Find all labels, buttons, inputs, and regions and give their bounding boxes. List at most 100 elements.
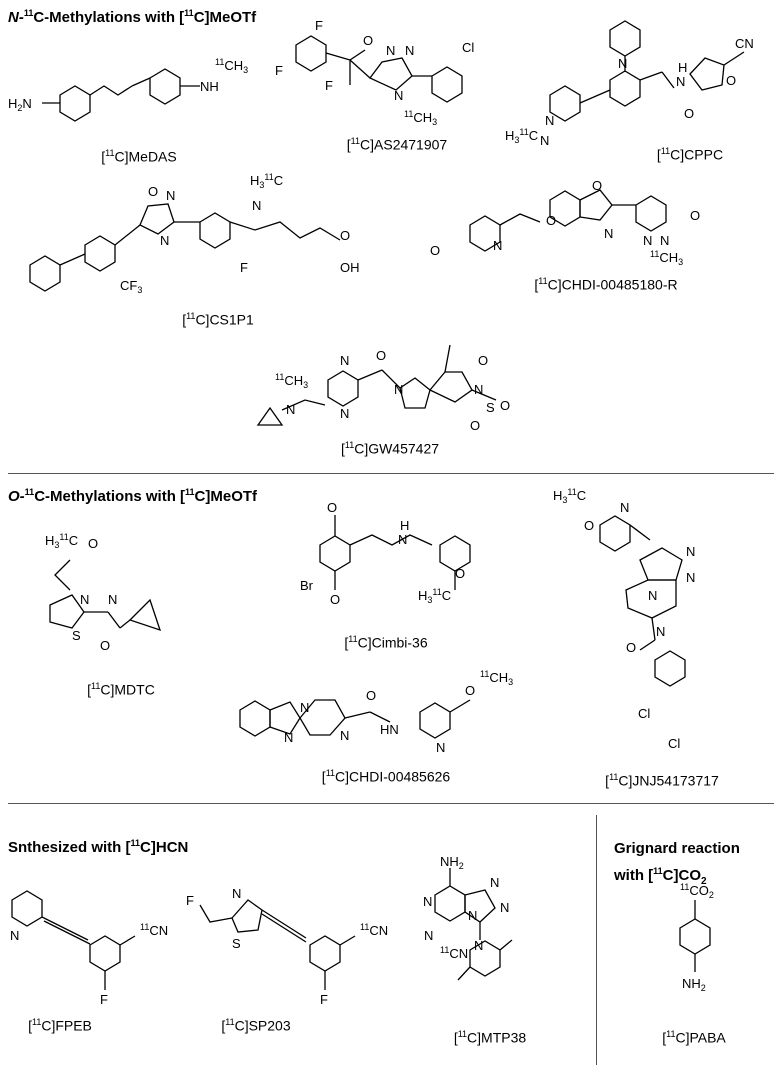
structure-chdi485626 — [239, 699, 471, 739]
label-cn-cppc: CN — [735, 36, 754, 51]
label-o-cppc: O — [726, 73, 736, 88]
label-cn-sp203: 11CN — [360, 922, 388, 938]
structure-medas — [42, 68, 200, 122]
label-nh2-paba: NH2 — [682, 976, 706, 993]
label-o-gw4: O — [500, 398, 510, 413]
label-f-cs: F — [240, 260, 248, 275]
structure-mtp38 — [434, 868, 513, 981]
label-n-jnj5: N — [656, 624, 665, 639]
caption-cs1p1: [11C]CS1P1 — [182, 311, 254, 328]
label-ch3-as: 11CH3 — [404, 109, 437, 127]
divider-vertical — [596, 815, 597, 1065]
label-n-chdi1: N — [493, 238, 502, 253]
label-n-chdi3: N — [643, 233, 652, 248]
label-n-chdi626b: N — [300, 700, 309, 715]
label-n-gw1: N — [286, 402, 295, 417]
label-o-gw1: O — [376, 348, 386, 363]
label-n-jnj4: N — [648, 588, 657, 603]
label-h2n: H2N — [8, 96, 32, 113]
structure-gw457427 — [256, 344, 497, 426]
label-cn-fpeb: 11CN — [140, 922, 168, 938]
label-n-gw4: N — [394, 382, 403, 397]
label-br-cimbi: Br — [300, 578, 314, 593]
caption-as2471907: [11C]AS2471907 — [346, 136, 448, 153]
label-n-mtp6: N — [474, 938, 483, 953]
structure-paba — [679, 900, 711, 972]
label-o-gw2: O — [478, 353, 488, 368]
heading-o-methylation: O-11C-Methylations with [11C]MeOTf — [8, 487, 258, 505]
label-o-chdi2: O — [546, 213, 556, 228]
label-o-mdtc2: O — [100, 638, 110, 653]
label-o-cimbi1: O — [327, 500, 337, 515]
structure-chdi485180 — [469, 189, 667, 252]
structure-cs1p1 — [29, 203, 341, 292]
caption-gw457427: [11C]GW457427 — [340, 440, 440, 457]
structure-mdtc — [49, 559, 162, 632]
label-ch3-gw: 11CH3 — [275, 372, 308, 390]
label-o-chdi1: O — [430, 243, 440, 258]
label-s-sp203: S — [232, 936, 241, 951]
label-nh2-mtp: NH2 — [440, 854, 464, 871]
caption-mtp38: [11C]MTP38 — [453, 1029, 527, 1046]
label-ch3-chdi: 11CH3 — [650, 249, 683, 267]
label-n-cs3: N — [252, 198, 261, 213]
label-n-as1: N — [386, 43, 395, 58]
label-hn-chdi626: HN — [380, 722, 399, 737]
label-n-jnj2: N — [686, 544, 695, 559]
structure-cppc — [549, 20, 745, 122]
heading-grignard: Grignard reaction with [11C]CO2 — [614, 840, 740, 887]
label-n-cppc2: N — [676, 74, 685, 89]
label-f-fpeb: F — [100, 992, 108, 1007]
label-h3c-jnj: H311C — [553, 487, 586, 505]
divider-1 — [8, 473, 774, 474]
label-h3c-mdtc: H311C — [45, 532, 78, 550]
label-ch3-medas: 11CH3 — [215, 57, 248, 75]
label-o2-cppc: O — [684, 106, 694, 121]
label-n-mtp4: N — [468, 908, 477, 923]
label-n-mdtc1: N — [80, 592, 89, 607]
label-n-chdi626a: N — [284, 730, 293, 745]
label-n-mdtc2: N — [108, 592, 117, 607]
caption-sp203: [11C]SP203 — [221, 1017, 291, 1034]
caption-cimbi36: [11C]Cimbi-36 — [344, 634, 428, 651]
label-nh: NH — [200, 79, 219, 94]
label-co2-paba: 11CO2 — [680, 882, 714, 900]
label-f-sp203: F — [186, 893, 194, 908]
label-h3c-cimbi: H311C — [418, 587, 451, 605]
label-h3c-cs: H311C — [250, 172, 283, 190]
caption-paba: [11C]PABA — [662, 1029, 726, 1046]
label-nh-cimbi: H — [400, 518, 409, 533]
label-oh-cs: OH — [340, 260, 360, 275]
label-ch3-chdi626: 11CH3 — [480, 669, 513, 687]
caption-chdi485626: [11C]CHDI-00485626 — [321, 768, 451, 785]
label-n-cimbi: N — [398, 532, 407, 547]
label-n-chdi2: N — [604, 226, 613, 241]
label-cf3-cs: CF3 — [120, 278, 142, 295]
label-n-chdi4: N — [660, 233, 669, 248]
label-n-fpeb: N — [10, 928, 19, 943]
label-o-cimbi3: O — [455, 566, 465, 581]
caption-chdi485180: [11C]CHDI-00485180-R — [534, 276, 678, 293]
label-n-cppc4: N — [540, 133, 549, 148]
structure-sp203 — [199, 899, 356, 990]
label-n-mtp3: N — [500, 900, 509, 915]
label-o-cs: O — [148, 184, 158, 199]
label-n-mtp1: N — [423, 894, 432, 909]
label-o-cs2: O — [340, 228, 350, 243]
label-o-chdi3: O — [592, 178, 602, 193]
structure-cimbi36 — [319, 515, 471, 590]
caption-mdtc: [11C]MDTC — [87, 681, 155, 698]
label-n-gw3: N — [340, 406, 349, 421]
label-n-chdi626c: N — [340, 728, 349, 743]
caption-fpeb: [11C]FPEB — [28, 1017, 92, 1034]
structure-jnj54173717 — [599, 515, 686, 687]
label-n-gw5: N — [474, 382, 483, 397]
label-n-cppc1: N — [618, 56, 627, 71]
label-n-as3: N — [394, 88, 403, 103]
label-cl-jnj2: Cl — [668, 736, 680, 751]
label-o-as: O — [363, 33, 373, 48]
label-n-jnj1: N — [620, 500, 629, 515]
label-n-mtp2: N — [490, 875, 499, 890]
label-f-sp203b: F — [320, 992, 328, 1007]
